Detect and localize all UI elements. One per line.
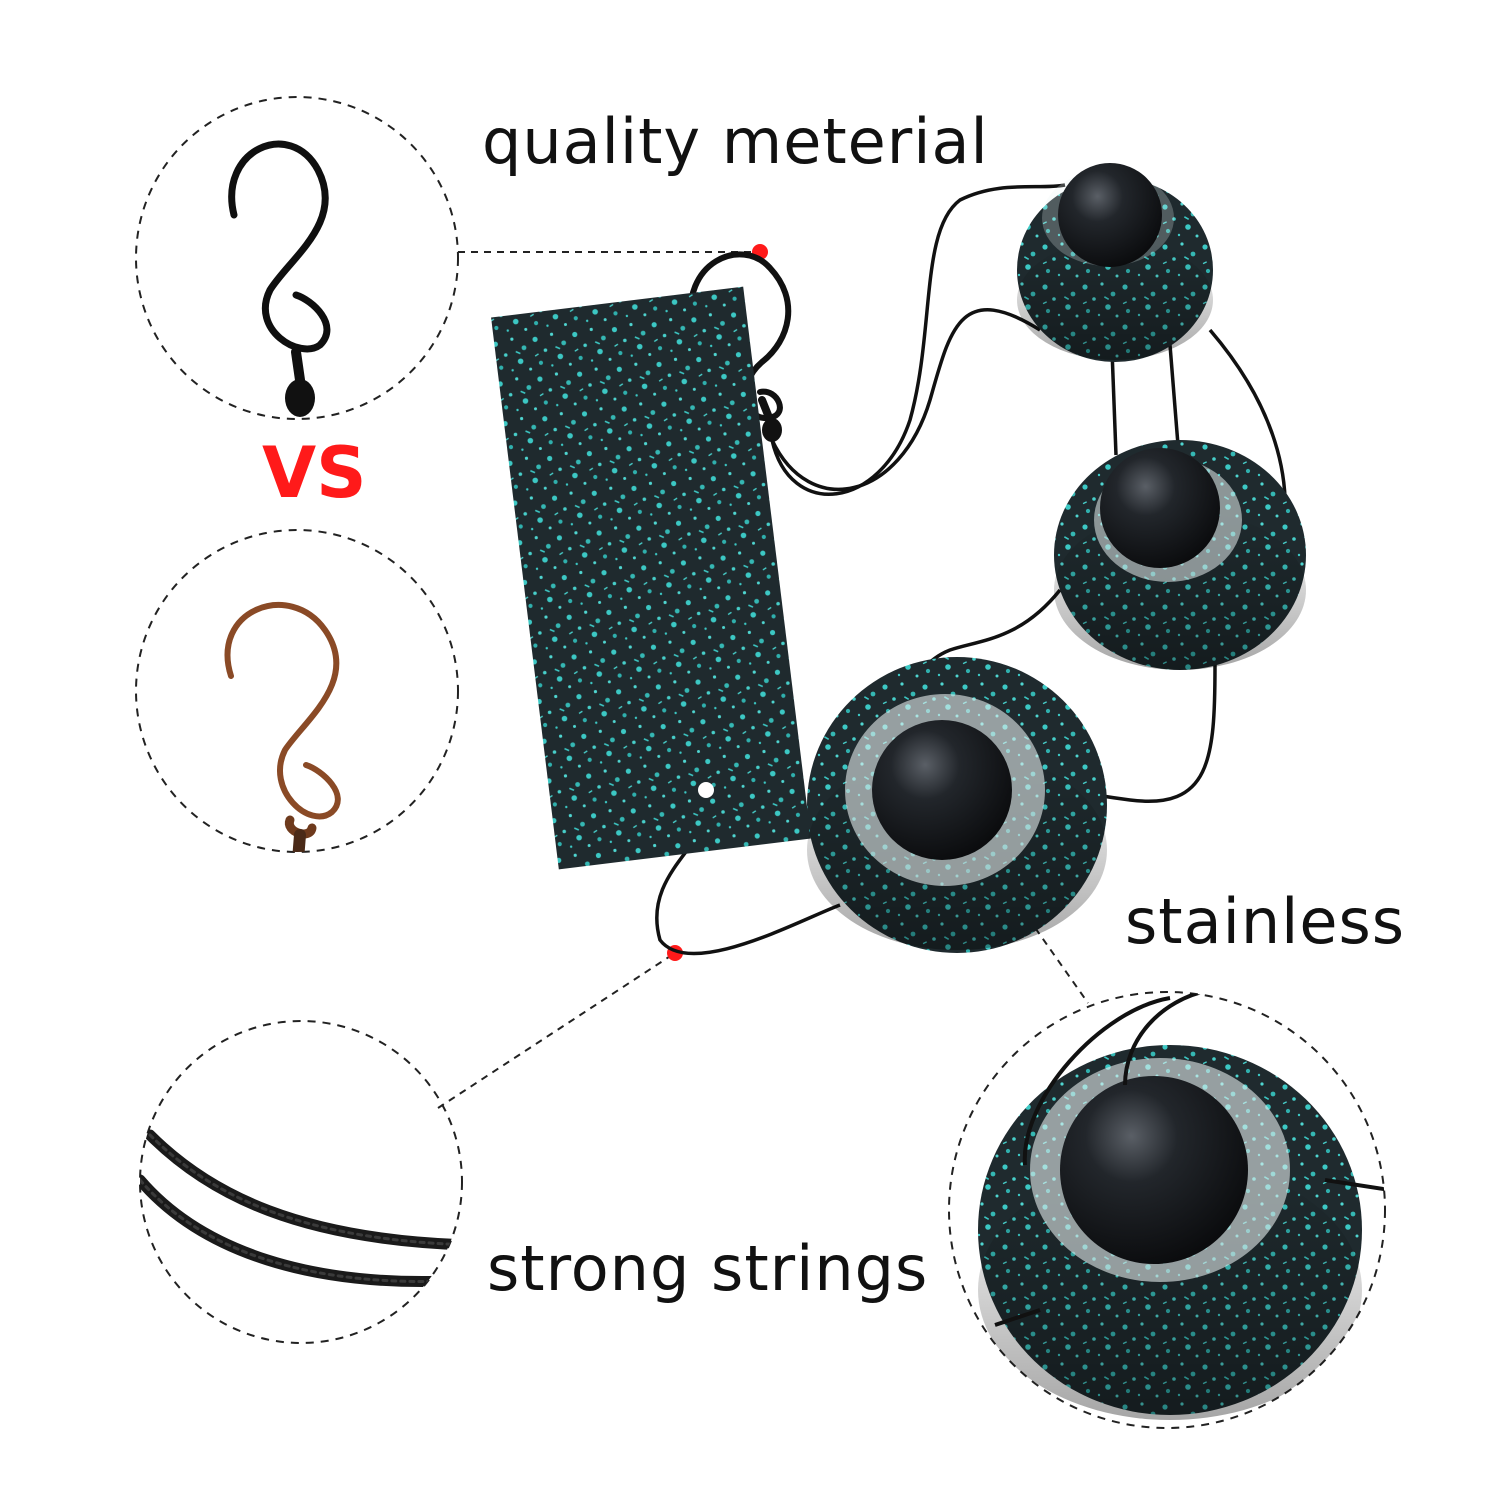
- label-strings: strong strings: [487, 1232, 929, 1305]
- bell-middle: [1054, 440, 1306, 670]
- dashed-frames: [135, 96, 1386, 1429]
- wind-sail: [491, 286, 811, 870]
- cord-closeup-icon: [140, 1129, 462, 1288]
- rusty-hook-icon: [224, 602, 341, 852]
- bell-lower: [807, 657, 1107, 953]
- label-stainless: stainless: [1125, 885, 1406, 958]
- label-quality: quality meterial: [482, 105, 989, 178]
- main-hook: [687, 251, 792, 442]
- black-hook-icon: [228, 140, 331, 417]
- label-vs: VS: [262, 432, 367, 514]
- ball-bell-closeup-icon: [978, 992, 1385, 1420]
- bell-top: [1017, 163, 1213, 362]
